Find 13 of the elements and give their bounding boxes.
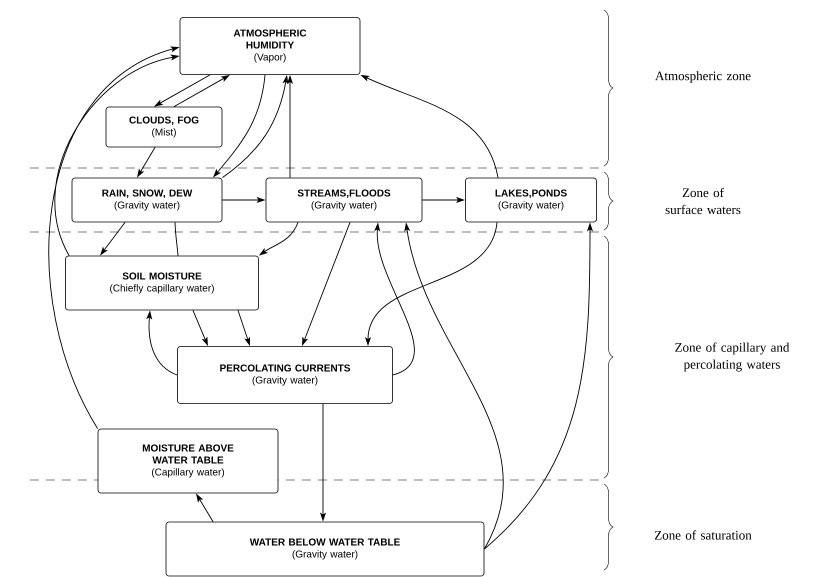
zone-label: Atmospheric zone <box>655 71 751 83</box>
zone-label: Zone of saturation <box>654 530 752 540</box>
process-box: MOISTURE ABOVE WATER TABLE (Capillary water) <box>98 428 278 494</box>
process-box: CLOUDS, FOG (Mist) <box>106 106 222 148</box>
zone-label: Zone of capillary and percolating waters <box>675 342 790 372</box>
process-box: ATMOSPHERIC HUMIDITY (Vapor) <box>180 17 360 75</box>
process-box: WATER BELOW WATER TABLE (Gravity water) <box>166 522 484 576</box>
process-box: STREAMS,FLOODS (Gravity water) <box>266 178 422 222</box>
zone-label: Zone of surface waters <box>666 188 740 214</box>
process-box: PERCOLATING CURRENTS (Gravity water) <box>177 346 393 404</box>
process-box: SOIL MOISTURE (Chiefly capillary water) <box>65 256 259 310</box>
process-box: RAIN, SNOW, DEW (Gravity water) <box>72 178 222 222</box>
process-box: LAKES,PONDS (Gravity water) <box>465 178 597 222</box>
